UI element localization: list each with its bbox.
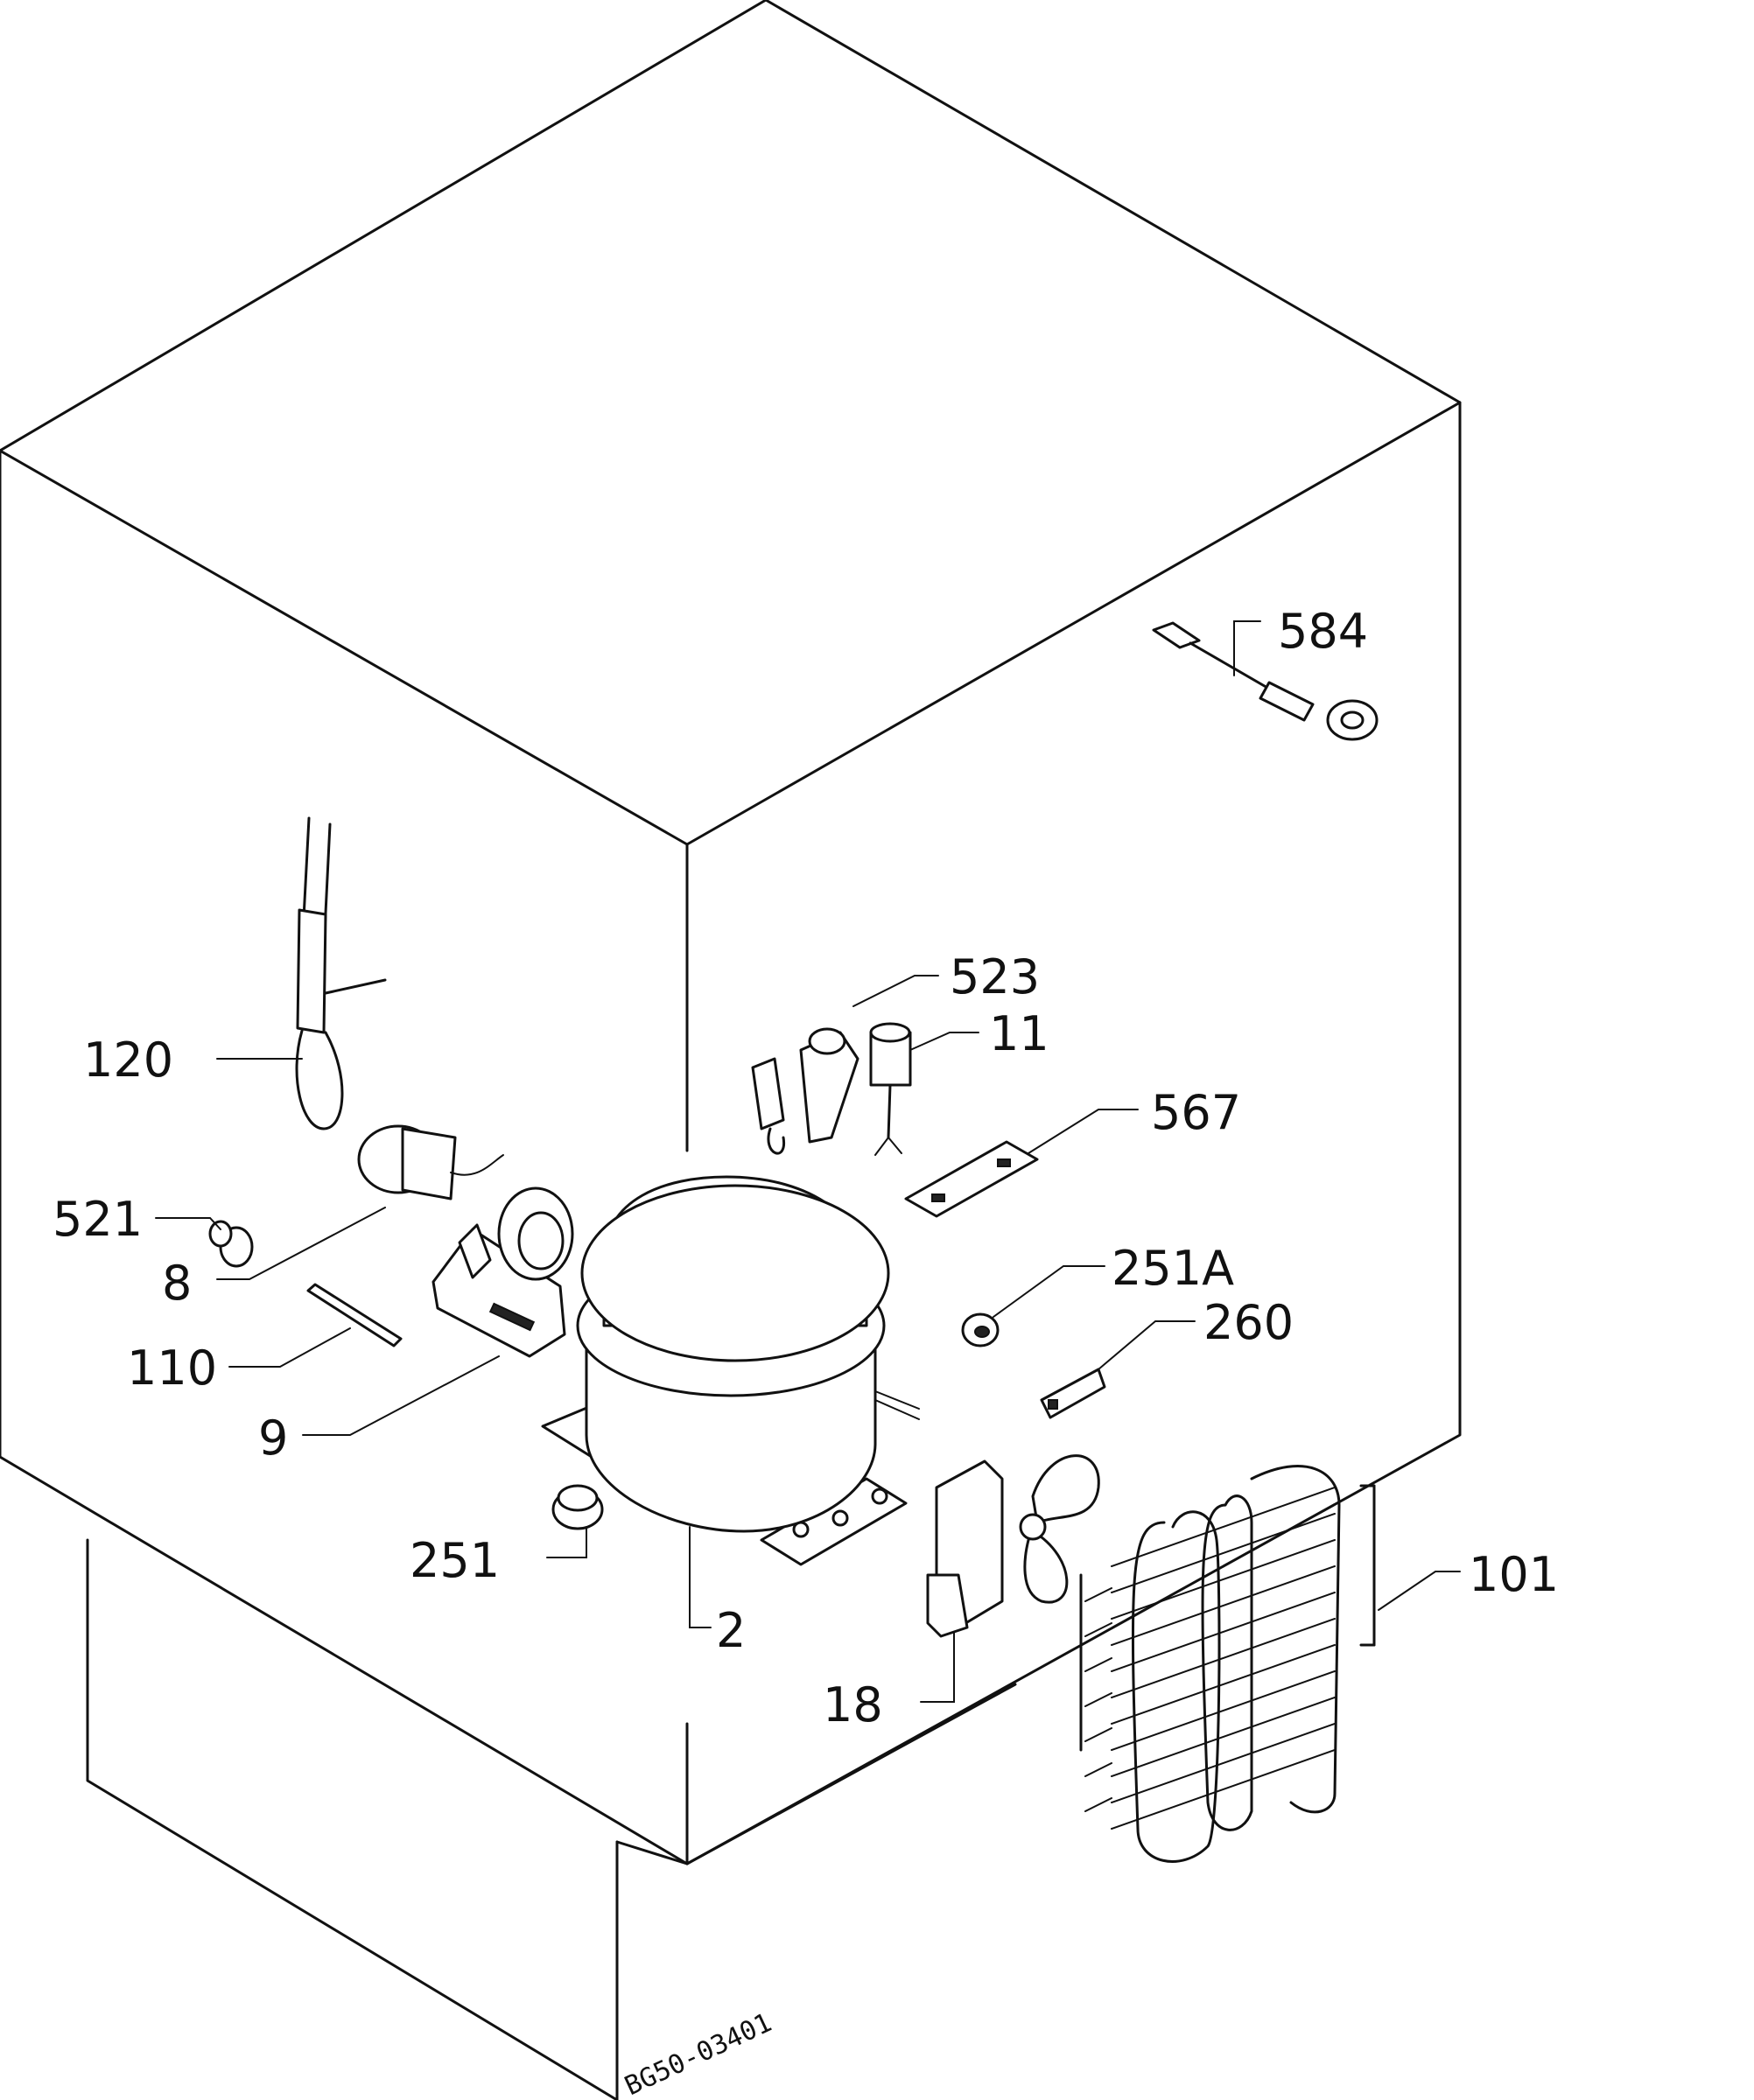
drawing-code: BG50-03401 — [621, 2007, 776, 2100]
label-251a: 251A — [1112, 1241, 1234, 1296]
label-11: 11 — [989, 1006, 1049, 1061]
fan-motor-18 — [926, 1454, 1100, 1638]
bracket-523 — [751, 1027, 859, 1155]
overload-protector-8 — [357, 1124, 504, 1200]
part-labels: 584 523 11 567 120 521 8 251A 260 110 9 … — [53, 604, 1559, 2100]
relay-clamp-9 — [431, 1186, 574, 1358]
rod-110 — [306, 1283, 403, 1348]
label-8: 8 — [162, 1256, 192, 1311]
label-251: 251 — [410, 1533, 500, 1588]
compressor-2 — [541, 1175, 920, 1566]
plate-567 — [904, 1140, 1039, 1218]
cable-terminal-584 — [1152, 621, 1379, 741]
label-18: 18 — [823, 1677, 883, 1732]
label-567: 567 — [1151, 1085, 1241, 1140]
leader-lines — [155, 620, 1461, 1703]
thermostat-sensor-120 — [295, 816, 387, 1130]
capacitor-11 — [869, 1022, 912, 1156]
label-110: 110 — [127, 1340, 217, 1396]
grommet-521 — [208, 1220, 254, 1268]
grommet-251 — [551, 1484, 604, 1530]
label-101: 101 — [1469, 1547, 1559, 1602]
label-9: 9 — [258, 1410, 288, 1466]
cabinet-outline — [0, 0, 1462, 2100]
condenser-fins — [1084, 1487, 1336, 1830]
label-584: 584 — [1278, 604, 1368, 659]
grommet-251a — [961, 1312, 1000, 1348]
clip-260 — [1040, 1368, 1106, 1419]
label-260: 260 — [1203, 1295, 1294, 1350]
condenser-101 — [1079, 1465, 1341, 1863]
label-521: 521 — [53, 1192, 143, 1247]
label-523: 523 — [950, 949, 1040, 1004]
label-2: 2 — [716, 1603, 746, 1658]
label-120: 120 — [83, 1032, 173, 1088]
